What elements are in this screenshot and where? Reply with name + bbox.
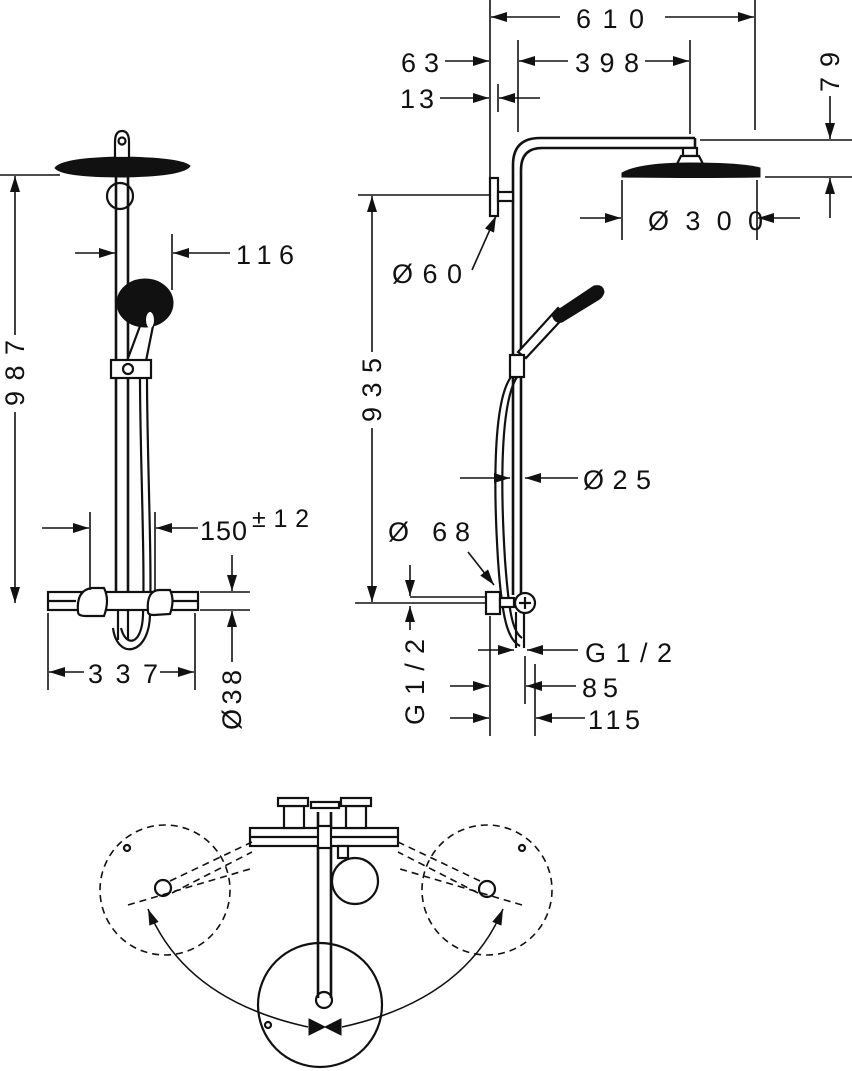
dimension-116: 116 — [75, 234, 294, 290]
dimension-d60: Ø60 — [392, 215, 497, 289]
dimension-d68: Ø 68 — [388, 517, 495, 586]
diverter-handle — [309, 800, 341, 810]
flow-knob — [339, 796, 373, 830]
dim-398-label: 398 — [575, 48, 639, 78]
riser-pipe-with-arm — [511, 136, 697, 595]
thermostat-bar — [46, 586, 200, 618]
hand-shower-holder — [508, 353, 526, 379]
hand-shower — [116, 278, 174, 363]
shower-head-joint — [113, 129, 131, 160]
dim-337-label: 337 — [88, 659, 158, 689]
dim-d38-label: Ø38 — [217, 670, 247, 730]
dimension-935: 935 — [357, 194, 490, 602]
right-rotation-range — [397, 824, 553, 956]
shower-head-connector — [675, 146, 705, 166]
overhead-shower-outline — [256, 941, 384, 1069]
side-view: 987 116 150 ±12 337 — [0, 129, 309, 730]
dim-g12-horizontal-label: G1/2 — [585, 638, 672, 668]
dimension-398: 398 — [517, 40, 691, 134]
temperature-knob — [276, 796, 310, 830]
hand-shower-top — [330, 844, 380, 906]
dim-13-label: 13 — [400, 84, 434, 114]
dim-d300-label: Ø300 — [648, 206, 763, 236]
dim-115-label: 115 — [588, 705, 640, 735]
dimension-610: 610 — [489, 0, 756, 178]
wall-bracket — [488, 176, 515, 218]
dim-116-label: 116 — [236, 240, 294, 270]
dim-150-label: 150 — [200, 516, 247, 546]
wall-connection-fitting — [355, 590, 537, 648]
dim-d68-label: Ø 68 — [388, 517, 470, 547]
hand-shower-holder — [109, 358, 153, 380]
dimension-337: 337 — [47, 613, 196, 690]
dim-935-label: 935 — [357, 358, 387, 422]
dim-tolerance-label: ±12 — [252, 505, 309, 533]
wall-connection — [116, 610, 130, 640]
riser-pipe — [114, 177, 130, 592]
dimension-63: 63 — [401, 48, 489, 78]
overhead-shower-head — [54, 156, 191, 178]
dim-85-label: 85 — [582, 673, 618, 703]
dimension-d38: Ø38 — [200, 555, 250, 730]
dimension-d25: Ø25 — [460, 465, 651, 495]
pipe-ring — [105, 181, 135, 211]
dim-610-label: 610 — [576, 4, 644, 34]
plan-view — [99, 796, 553, 1069]
dimension-115: 115 — [450, 664, 640, 736]
dimension-987: 987 — [0, 174, 60, 603]
dim-63-label: 63 — [401, 48, 439, 78]
dimension-d300: Ø300 — [580, 180, 800, 240]
dimension-g12-vertical: G1/2 — [400, 565, 430, 725]
dimension-g12-horizontal: G1/2 — [478, 638, 672, 668]
dim-g12-vertical-label: G1/2 — [400, 639, 430, 725]
dim-79-label: 79 — [815, 52, 845, 92]
dim-d60-label: Ø60 — [392, 259, 462, 289]
thermostat-bar-top — [248, 824, 400, 850]
dimension-13: 13 — [400, 84, 540, 114]
left-rotation-range — [99, 824, 253, 956]
dim-d25-label: Ø25 — [583, 465, 651, 495]
dimension-150: 150 ±12 — [42, 505, 309, 590]
shower-hose — [494, 376, 523, 647]
front-view: 610 63 398 13 79 — [355, 0, 852, 736]
rotation-arc-arrows — [147, 908, 504, 1036]
dimension-79: 79 — [700, 52, 852, 218]
hand-shower — [516, 285, 605, 360]
overhead-shower-head — [621, 162, 761, 178]
dim-987-label: 987 — [0, 340, 30, 406]
